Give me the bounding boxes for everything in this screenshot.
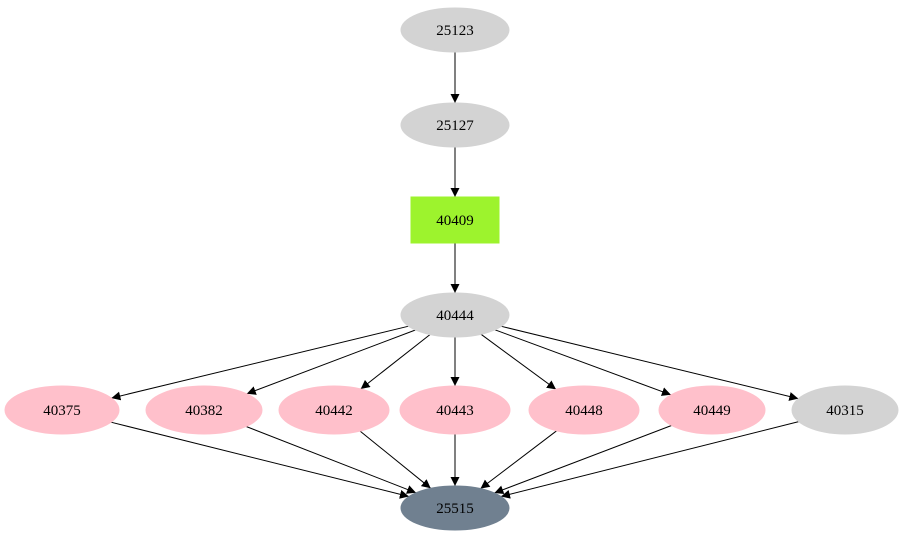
node-label-40449: 40449 — [693, 403, 731, 419]
edge-40375-25515 — [110, 421, 410, 499]
node-shape-40449 — [658, 385, 766, 435]
node-label-40443: 40443 — [436, 403, 474, 419]
node-shape-25515 — [400, 485, 510, 531]
edge-40444-40449 — [494, 329, 672, 396]
edge-40444-40375 — [111, 325, 409, 401]
edge-40444-40382 — [246, 329, 416, 395]
node-shape-40409 — [410, 196, 500, 244]
edge-layer — [110, 52, 799, 499]
edge-40449-25515 — [494, 425, 672, 494]
node-25123: 25123 — [400, 7, 510, 53]
node-25515: 25515 — [400, 485, 510, 531]
node-shape-40315 — [791, 385, 899, 435]
edge-40382-25515 — [246, 426, 417, 494]
node-layer: 25123 25127 40409 40444 40375 40382 40442 40443… — [4, 7, 899, 531]
edge-40315-25515 — [500, 421, 799, 499]
node-40442: 40442 — [278, 385, 390, 435]
node-label-25123: 25123 — [436, 23, 474, 39]
node-shape-40442 — [278, 385, 390, 435]
node-label-40448: 40448 — [565, 403, 603, 419]
node-40443: 40443 — [399, 385, 511, 435]
node-shape-40444 — [400, 292, 510, 338]
node-shape-40375 — [4, 385, 120, 435]
node-40449: 40449 — [658, 385, 766, 435]
node-40315: 40315 — [791, 385, 899, 435]
node-40448: 40448 — [528, 385, 640, 435]
node-label-40409: 40409 — [436, 213, 474, 229]
node-label-25127: 25127 — [436, 118, 474, 134]
node-shape-25123 — [400, 7, 510, 53]
node-shape-25127 — [400, 102, 510, 148]
node-25127: 25127 — [400, 102, 510, 148]
node-label-40315: 40315 — [826, 403, 864, 419]
node-40409: 40409 — [410, 196, 500, 244]
node-shape-40382 — [145, 385, 263, 435]
node-label-40444: 40444 — [436, 308, 474, 324]
node-label-25515: 25515 — [436, 501, 474, 517]
node-shape-40443 — [399, 385, 511, 435]
node-label-40382: 40382 — [185, 403, 223, 419]
node-40375: 40375 — [4, 385, 120, 435]
node-label-40375: 40375 — [43, 403, 81, 419]
edge-40444-40448 — [480, 333, 557, 390]
edge-40444-40442 — [360, 334, 431, 390]
node-shape-40448 — [528, 385, 640, 435]
edge-40444-40315 — [501, 325, 799, 401]
edge-40442-25515 — [359, 430, 432, 489]
edge-40448-25515 — [480, 430, 557, 489]
node-label-40442: 40442 — [315, 403, 353, 419]
node-40382: 40382 — [145, 385, 263, 435]
node-40444: 40444 — [400, 292, 510, 338]
